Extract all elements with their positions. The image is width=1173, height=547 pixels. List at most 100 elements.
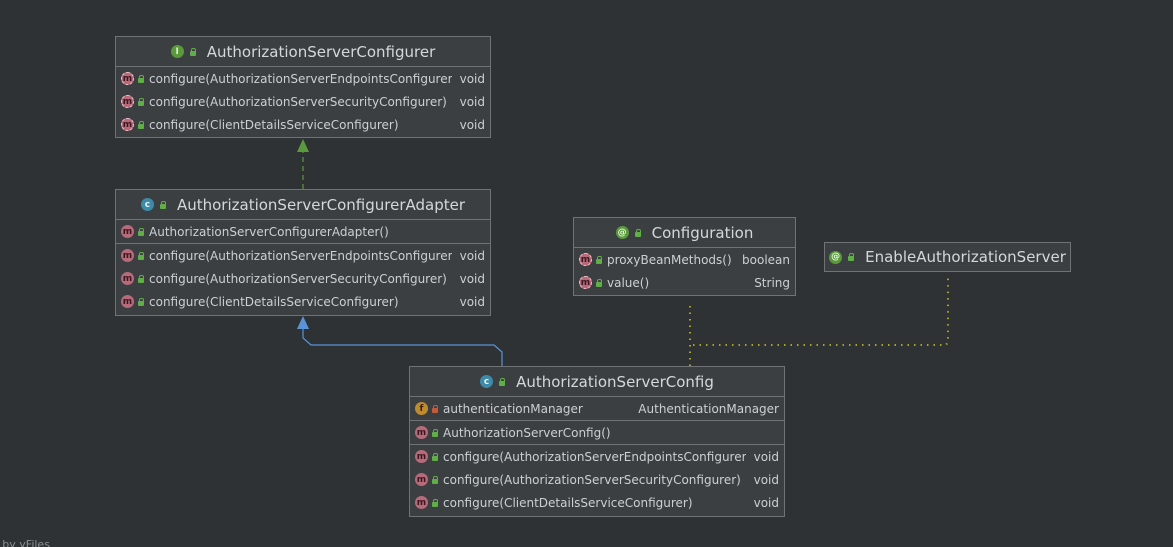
method-row[interactable]: m configure(ClientDetailsServiceConfigur… [116, 113, 490, 136]
abstract-method-icon: m [121, 72, 134, 85]
method-icon: m [415, 450, 428, 463]
public-lock-icon [431, 498, 439, 507]
method-icon: m [415, 473, 428, 486]
method-row[interactable]: m configure(AuthorizationServerEndpoints… [116, 67, 490, 90]
method-icon: m [415, 426, 428, 439]
method-row[interactable]: m proxyBeanMethods() boolean [574, 248, 795, 271]
method-return-type: void [753, 472, 779, 487]
method-icon: m [121, 295, 134, 308]
method-name: value() [607, 275, 650, 290]
configuration-header: @ Configuration [574, 218, 795, 248]
adapter-methods: m configure(AuthorizationServerEndpoints… [116, 244, 490, 313]
private-lock-icon [431, 404, 439, 413]
method-name: proxyBeanMethods() [607, 252, 732, 267]
enable-annotation-box[interactable]: @ EnableAuthorizationServer [824, 242, 1071, 272]
field-type: AuthenticationManager [638, 401, 779, 416]
public-lock-icon [137, 227, 145, 236]
adapter-constructors: m AuthorizationServerConfigurerAdapter() [116, 220, 490, 244]
method-row[interactable]: m configure(AuthorizationServerSecurityC… [116, 267, 490, 290]
abstract-method-icon: m [579, 253, 592, 266]
method-row[interactable]: m configure(AuthorizationServerSecurityC… [410, 468, 784, 491]
public-lock-icon [595, 278, 603, 287]
config-fields: f authenticationManager AuthenticationMa… [410, 397, 784, 421]
configuration-annotation-box[interactable]: @ Configuration m proxyBeanMethods() boo… [573, 217, 796, 296]
config-class-box[interactable]: c AuthorizationServerConfig f authentica… [409, 366, 785, 517]
public-lock-icon [137, 251, 145, 260]
method-icon: m [415, 496, 428, 509]
class-icon: c [140, 198, 154, 211]
method-icon: m [121, 249, 134, 262]
extends-edge-arrowhead [297, 316, 309, 329]
method-row[interactable]: m configure(AuthorizationServerSecurityC… [116, 90, 490, 113]
method-name: configure(ClientDetailsServiceConfigurer… [149, 117, 399, 132]
configurer-title: AuthorizationServerConfigurer [206, 42, 436, 61]
abstract-method-icon: m [579, 276, 592, 289]
abstract-method-icon: m [121, 95, 134, 108]
abstract-method-icon: m [121, 118, 134, 131]
enable-header: @ EnableAuthorizationServer [825, 243, 1070, 271]
enable-title: EnableAuthorizationServer [865, 248, 1066, 266]
class-icon: c [480, 375, 494, 388]
configurer-methods: m configure(AuthorizationServerEndpoints… [116, 67, 490, 136]
public-lock-icon [159, 200, 167, 209]
method-row[interactable]: m configure(AuthorizationServerEndpoints… [410, 445, 784, 468]
field-icon: f [415, 402, 428, 415]
method-return-type: void [459, 294, 485, 309]
method-row[interactable]: m configure(ClientDetailsServiceConfigur… [116, 290, 490, 313]
method-icon: m [121, 272, 134, 285]
powered-by-footer: ered by yFiles [0, 538, 80, 547]
method-name: configure(AuthorizationServerEndpointsCo… [149, 248, 452, 263]
method-name: configure(AuthorizationServerEndpointsCo… [149, 71, 452, 86]
implements-edge-arrowhead [297, 139, 309, 152]
configuration-title: Configuration [651, 223, 754, 242]
method-return-type: void [459, 94, 485, 109]
method-row[interactable]: m configure(AuthorizationServerEndpoints… [116, 244, 490, 267]
adapter-class-box[interactable]: c AuthorizationServerConfigurerAdapter m… [115, 189, 491, 316]
adapter-title: AuthorizationServerConfigurerAdapter [176, 195, 466, 214]
public-lock-icon [431, 475, 439, 484]
config-methods: m configure(AuthorizationServerEndpoints… [410, 445, 784, 514]
constructor-row[interactable]: m AuthorizationServerConfigurerAdapter() [116, 220, 490, 243]
public-lock-icon [847, 253, 855, 261]
method-return-type: void [753, 449, 779, 464]
extends-edge-line [302, 329, 503, 366]
field-row[interactable]: f authenticationManager AuthenticationMa… [410, 397, 784, 420]
public-lock-icon [137, 97, 145, 106]
method-name: configure(ClientDetailsServiceConfigurer… [443, 495, 693, 510]
annotation-icon: @ [829, 250, 843, 264]
method-name: configure(ClientDetailsServiceConfigurer… [149, 294, 399, 309]
method-name: configure(AuthorizationServerEndpointsCo… [443, 449, 746, 464]
method-return-type: void [459, 71, 485, 86]
configurer-header: I AuthorizationServerConfigurer [116, 37, 490, 67]
method-row[interactable]: m value() String [574, 271, 795, 294]
public-lock-icon [634, 228, 642, 237]
public-lock-icon [431, 452, 439, 461]
method-name: configure(AuthorizationServerSecurityCon… [149, 94, 447, 109]
configuration-methods: m proxyBeanMethods() boolean m value() S… [574, 248, 795, 294]
config-title: AuthorizationServerConfig [516, 372, 714, 391]
method-name: configure(AuthorizationServerSecurityCon… [149, 271, 447, 286]
method-return-type: void [459, 117, 485, 132]
method-name: configure(AuthorizationServerSecurityCon… [443, 472, 741, 487]
public-lock-icon [137, 297, 145, 306]
public-lock-icon [498, 377, 506, 386]
method-return-type: boolean [742, 252, 790, 267]
config-constructors: m AuthorizationServerConfig() [410, 421, 784, 445]
constructor-name: AuthorizationServerConfigurerAdapter() [149, 224, 389, 239]
public-lock-icon [595, 255, 603, 264]
method-return-type: void [459, 248, 485, 263]
public-lock-icon [137, 120, 145, 129]
method-icon: m [121, 225, 134, 238]
method-return-type: String [754, 275, 790, 290]
method-row[interactable]: m configure(ClientDetailsServiceConfigur… [410, 491, 784, 514]
public-lock-icon [137, 274, 145, 283]
public-lock-icon [431, 428, 439, 437]
field-name: authenticationManager [443, 401, 583, 416]
constructor-row[interactable]: m AuthorizationServerConfig() [410, 421, 784, 444]
method-return-type: void [459, 271, 485, 286]
configurer-interface-box[interactable]: I AuthorizationServerConfigurer m config… [115, 36, 491, 138]
adapter-header: c AuthorizationServerConfigurerAdapter [116, 190, 490, 220]
annotation-icon: @ [615, 226, 629, 239]
public-lock-icon [137, 74, 145, 83]
